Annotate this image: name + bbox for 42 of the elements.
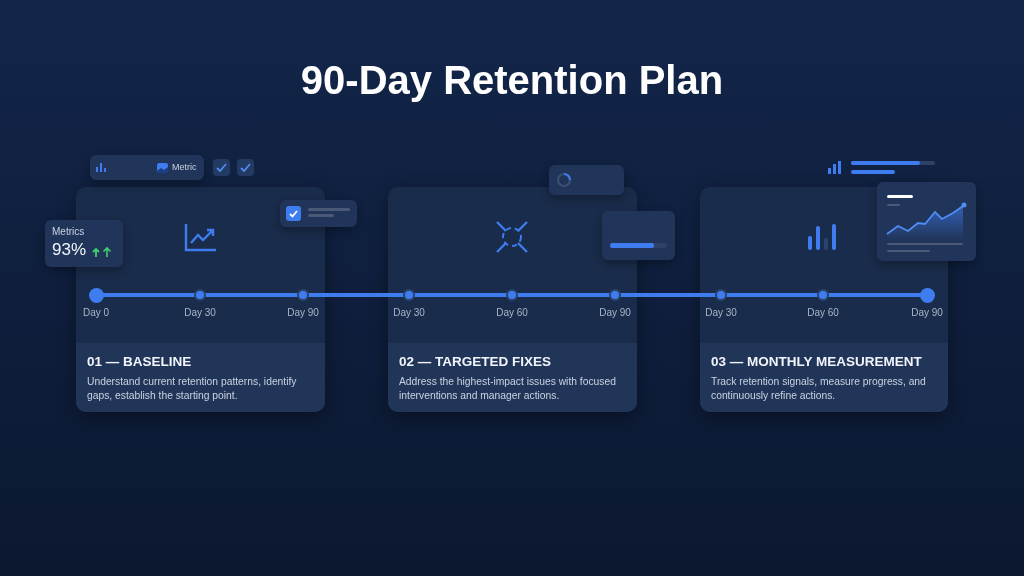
timeline-line [204, 293, 299, 297]
timeline-dot [609, 289, 621, 301]
metric-title: Metrics [52, 226, 85, 237]
loading-card [549, 165, 624, 195]
phase-description: Address the highest-impact issues with focused interventions and manager actions. [399, 375, 617, 402]
day-label: Day 60 [496, 307, 528, 318]
timeline-dot [919, 287, 935, 303]
timeline-line [827, 293, 922, 297]
timeline-line [101, 293, 196, 297]
day-label: Day 0 [82, 307, 110, 318]
day-label: Day 30 [184, 307, 216, 318]
day-label: Day 90 [287, 307, 319, 318]
timeline-line [307, 293, 405, 297]
timeline-line [413, 293, 508, 297]
day-label: Day 30 [705, 307, 737, 318]
day-label: Day 60 [807, 307, 839, 318]
metric-label: Metric [172, 162, 197, 172]
timeline-dot [403, 289, 415, 301]
chart-card [877, 182, 976, 261]
progress-card [602, 211, 675, 260]
phase-description: Track retention signals, measure progress, and continuously refine actions. [711, 375, 927, 402]
timeline-dot [194, 289, 206, 301]
phase-heading: 03 — MONTHLY MEASUREMENT [711, 354, 922, 369]
day-label: Day 90 [599, 307, 631, 318]
phase-heading: 01 — BASELINE [87, 354, 192, 369]
day-label: Day 30 [393, 307, 425, 318]
timeline-dot [297, 289, 309, 301]
metric-value: 93% [52, 240, 87, 260]
timeline-dot [506, 289, 518, 301]
day-label: Day 90 [911, 307, 943, 318]
timeline-dot [715, 289, 727, 301]
phase-card [388, 187, 637, 412]
title: 90-Day Retention Plan [299, 58, 725, 103]
phase-heading: 02 — TARGETED FIXES [399, 354, 552, 369]
timeline-line [619, 293, 717, 297]
timeline-line [725, 293, 819, 297]
checklist-card [280, 200, 357, 227]
timeline-line [516, 293, 611, 297]
phase-description: Understand current retention patterns, identify gaps, establish the starting point. [87, 375, 298, 402]
metrics-card [45, 220, 123, 267]
timeline-dot [817, 289, 829, 301]
timeline-dot [88, 287, 104, 303]
